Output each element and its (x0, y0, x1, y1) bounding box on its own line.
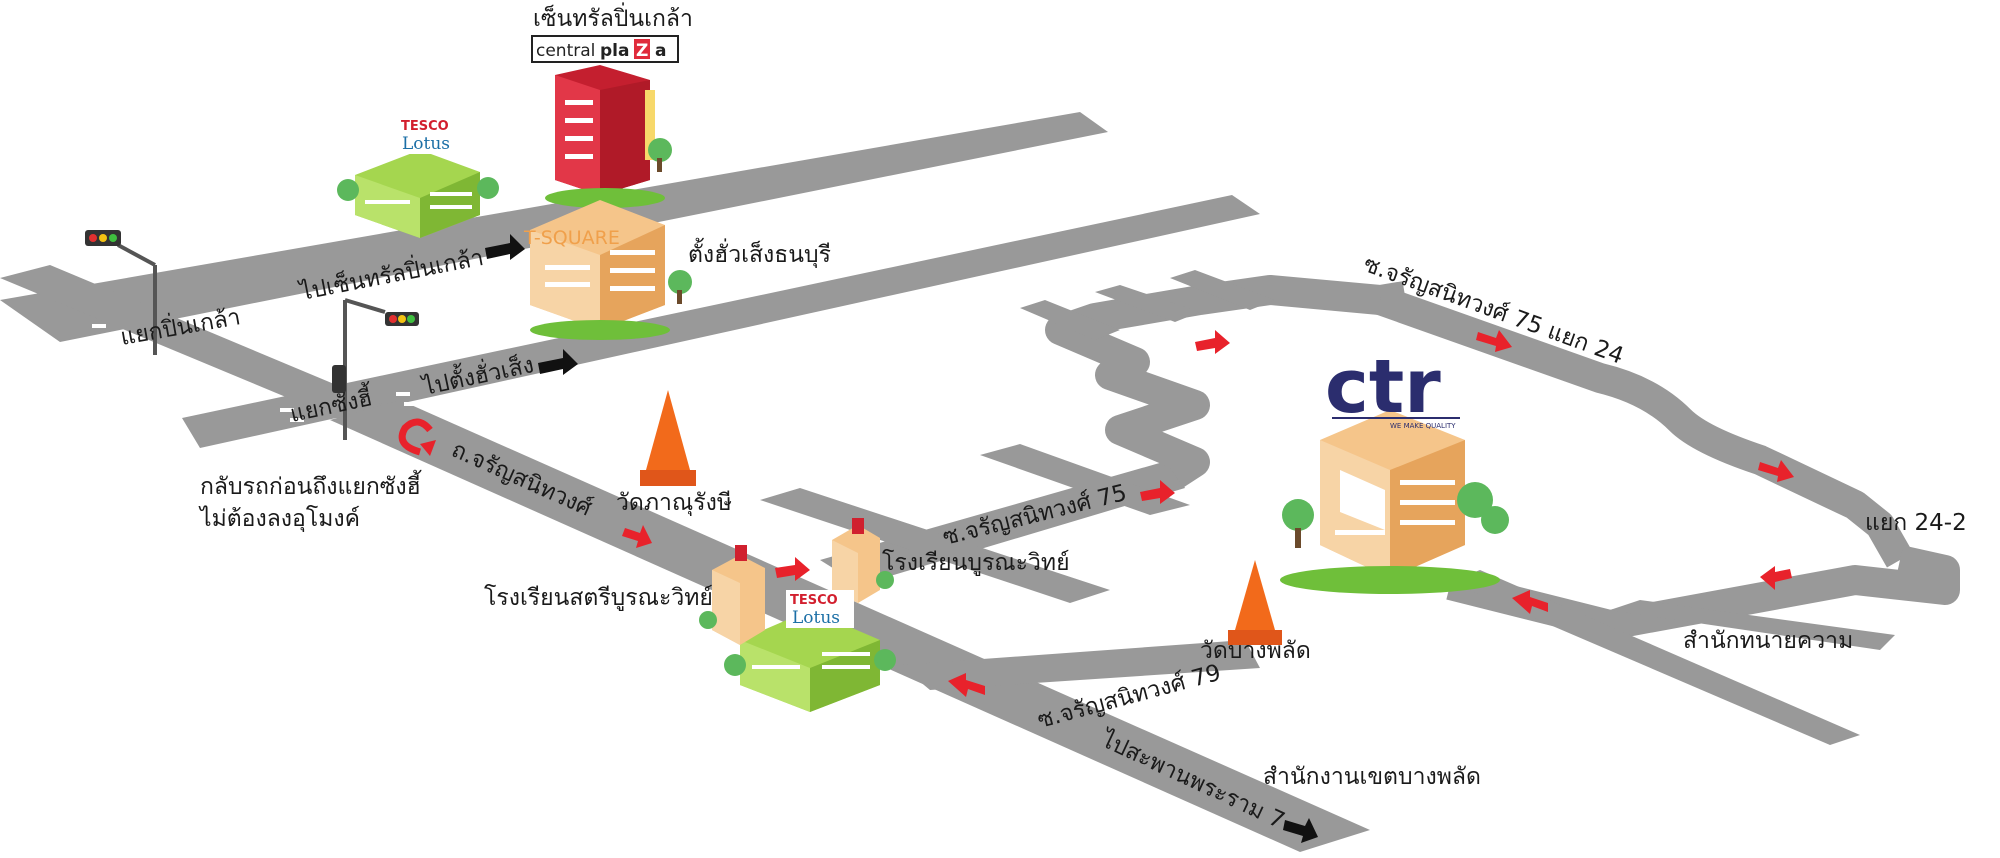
arrows (398, 234, 1794, 843)
arrow-red-9 (948, 673, 985, 697)
road-soi75-24 (1374, 285, 1914, 568)
arrow-black-to-tang (538, 349, 578, 375)
label-soi75: ซ.จรัญสนิทวงศ์ 75 (940, 479, 1130, 551)
road-side-2 (980, 444, 1190, 515)
label-wat-bangphlat: วัดบางพลัด (1200, 638, 1311, 664)
central-plaza-building (545, 65, 672, 208)
road-stub-3 (1170, 270, 1275, 310)
arrow-red-1 (622, 525, 652, 548)
label-school-satri: โรงเรียนสตรีบูรณะวิทย์ (484, 584, 713, 611)
arrow-black-to-central (485, 234, 525, 260)
arrow-red-3 (1140, 480, 1175, 504)
road-soi75-stairs (1045, 275, 1408, 488)
label-u-turn-1: กลับรถก่อนถึงแยกซังฮี้ (200, 470, 422, 500)
label-t-square: T-SQUARE (523, 227, 620, 249)
arrow-red-4 (1195, 330, 1230, 354)
road-lawyer (1450, 570, 1860, 745)
crosswalks (92, 324, 418, 422)
svg-text:central: central (536, 41, 595, 61)
tesco-lotus-top-building (337, 140, 499, 238)
label-tang-hua-seng: ตั้งฮั่วเส็งธนบุรี (688, 238, 831, 268)
school-satri-building (699, 545, 765, 645)
label-wat-phanurangsi: วัดภาณุรังษี (616, 490, 732, 516)
road-connector-left (0, 265, 420, 432)
tesco-lotus-bottom-building (724, 610, 896, 712)
svg-text:WE MAKE QUALITY: WE MAKE QUALITY (1390, 422, 1456, 430)
label-central-thai: เซ็นทรัลปิ่นเกล้า (533, 2, 693, 32)
road-stub-1 (1020, 300, 1120, 340)
t-square-building (530, 200, 692, 340)
tesco-logo-top: TESCO Lotus (401, 119, 450, 154)
arrow-black-to-rama7 (1283, 818, 1318, 843)
arrow-red-5 (1476, 330, 1512, 352)
label-to-rama7: ไปสะพานพระราม 7 (1096, 725, 1289, 834)
svg-text:pla: pla (600, 41, 629, 61)
traffic-light-pinklao (85, 230, 157, 355)
arrow-red-8 (1512, 590, 1548, 614)
road-soi79 (900, 640, 1260, 690)
label-school-burana: โรงเรียนบูรณะวิทย์ (882, 549, 1070, 576)
traffic-light-sanghi (332, 298, 419, 440)
tesco-logo-bottom: TESCO Lotus (786, 590, 854, 628)
svg-text:a: a (655, 41, 666, 61)
school-burana-building (832, 518, 894, 603)
arrow-red-2 (775, 557, 810, 581)
road-stub-2 (1095, 285, 1200, 322)
label-yaek-24-2: แยก 24-2 (1865, 510, 1967, 536)
central-plaza-logo: central pla Z a (531, 35, 679, 63)
svg-text:Z: Z (636, 41, 648, 61)
svg-text:ctr: ctr (1325, 344, 1441, 430)
arrow-red-6 (1758, 460, 1794, 482)
arrow-red-7 (1760, 566, 1792, 590)
svg-text:Lotus: Lotus (792, 608, 840, 628)
ctr-logo: ctr WE MAKE QUALITY (1325, 344, 1460, 430)
pagoda-wat-phanurangsi (640, 390, 696, 486)
label-district-office: สำนักงานเขตบางพลัด (1263, 764, 1481, 790)
label-u-turn-2: ไม่ต้องลงอุโมงค์ (198, 505, 360, 532)
road-tang-hua-seng (182, 195, 1260, 448)
ctr-building (1280, 410, 1509, 594)
u-turn-icon (398, 418, 433, 456)
pagoda-wat-bangphlat (1228, 560, 1282, 645)
svg-text:TESCO: TESCO (401, 119, 449, 134)
road-lawyer-2 (1610, 600, 1895, 650)
road-side-1 (760, 488, 1110, 603)
svg-text:Lotus: Lotus (402, 134, 450, 154)
svg-text:TESCO: TESCO (790, 593, 838, 608)
label-lawyer-office: สำนักทนายความ (1683, 628, 1853, 654)
